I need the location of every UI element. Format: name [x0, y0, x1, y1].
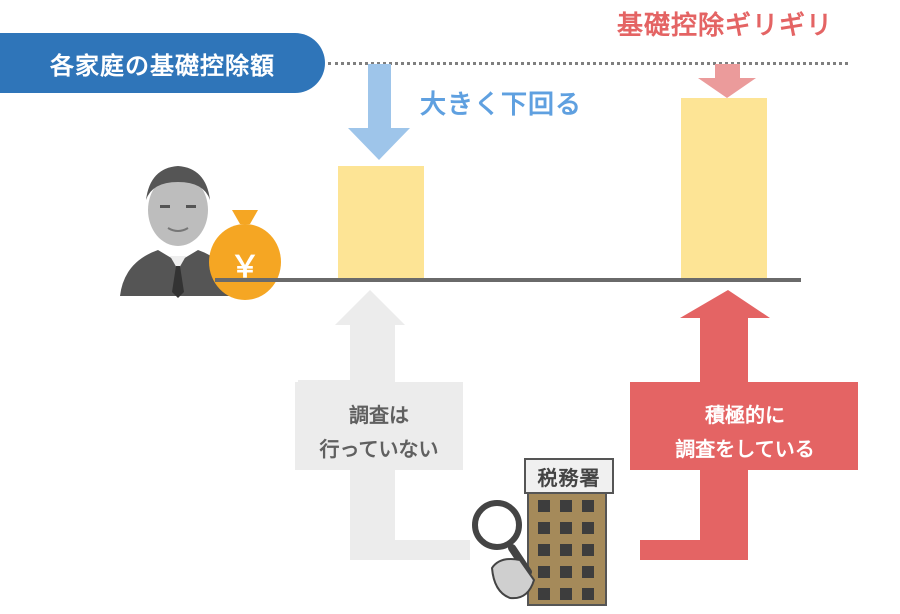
red-box-bg: [630, 382, 858, 470]
bar-small-estate: [338, 166, 424, 280]
active-investigation-line1: 積極的に: [705, 403, 785, 427]
gray-box-bg: [295, 382, 463, 470]
gray-arrow-tail: [395, 540, 470, 560]
active-investigation-text: 積極的に 調査をしている: [632, 398, 858, 466]
active-investigation-line2: 調査をしている: [675, 437, 815, 461]
no-investigation-line2: 行っていない: [319, 437, 439, 461]
no-investigation-line1: 調査は: [349, 403, 409, 427]
no-investigation-text: 調査は 行っていない: [295, 398, 463, 466]
baseline: [215, 278, 801, 282]
tax-office-building-icon: [527, 489, 607, 606]
deduction-threshold-line: [328, 62, 848, 65]
far-below-label: 大きく下回る: [420, 90, 583, 120]
magnifying-glass-icon: [472, 500, 536, 600]
tax-office-label: 税務署: [524, 458, 614, 494]
yen-symbol: ￥: [230, 250, 260, 285]
blue-down-arrow: [348, 64, 410, 160]
elderly-man-icon: [120, 166, 236, 298]
bar-near-limit-estate: [681, 98, 767, 280]
basic-deduction-pill: 各家庭の基礎控除額: [0, 33, 325, 93]
pink-down-arrow: [698, 64, 756, 98]
near-limit-label: 基礎控除ギリギリ: [616, 11, 833, 41]
